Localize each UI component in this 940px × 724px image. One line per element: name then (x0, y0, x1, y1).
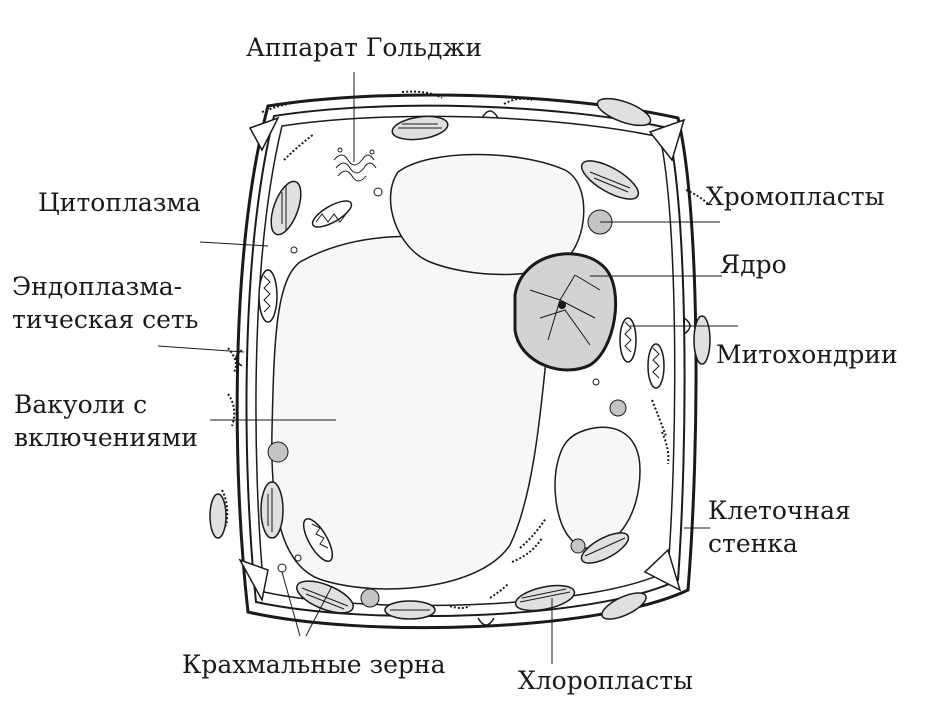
mitochondrion (311, 200, 353, 228)
nucleus-label: Ядро (720, 250, 787, 279)
er-leader (157, 345, 245, 353)
chromoplast (360, 588, 380, 608)
starch-grain (592, 378, 600, 386)
chromoplast (570, 538, 586, 554)
starch-grain (290, 246, 298, 254)
starch-grains (277, 187, 600, 573)
starch-grain (277, 563, 287, 573)
cell-wall-corners (238, 116, 686, 603)
starch-grain (294, 554, 302, 562)
starch-leader-2 (305, 585, 333, 637)
mitochondria-label: Митохондрии (716, 340, 898, 369)
starch-leader-1 (281, 571, 301, 637)
mitochondrion (302, 517, 334, 563)
er-label: Эндоплазма- тическая сеть (12, 272, 199, 334)
leader-lines (157, 72, 738, 664)
mitochondria-cristae (263, 213, 660, 549)
starch-label: Крахмальные зерна (182, 650, 446, 679)
chloroplast-grana (267, 123, 631, 611)
golgi-label: Аппарат Гольджи (246, 33, 482, 62)
nucleolus (558, 301, 566, 309)
golgi-apparatus (333, 147, 377, 182)
vacuole-label: Вакуоли с включениями (14, 390, 198, 452)
chromoplasts-label: Хромопласты (706, 182, 885, 211)
mitochondrion (619, 317, 637, 363)
chromoplast (267, 441, 289, 463)
starch-grain (373, 187, 383, 197)
outer-organelles (209, 97, 711, 620)
chloroplast (514, 584, 576, 612)
mitochondria (258, 200, 665, 563)
endoplasmic-reticulum (221, 90, 709, 609)
cytoplasm-leader (199, 241, 269, 247)
nucleus (513, 252, 618, 372)
mitochondrion (647, 343, 665, 389)
chloroplast (580, 532, 630, 564)
chloroplasts-label: Хлоропласты (518, 666, 693, 695)
chromoplast (609, 399, 627, 417)
cell-wall-label: Клеточная стенка (708, 496, 851, 558)
cytoplasm-label: Цитоплазма (38, 188, 201, 217)
